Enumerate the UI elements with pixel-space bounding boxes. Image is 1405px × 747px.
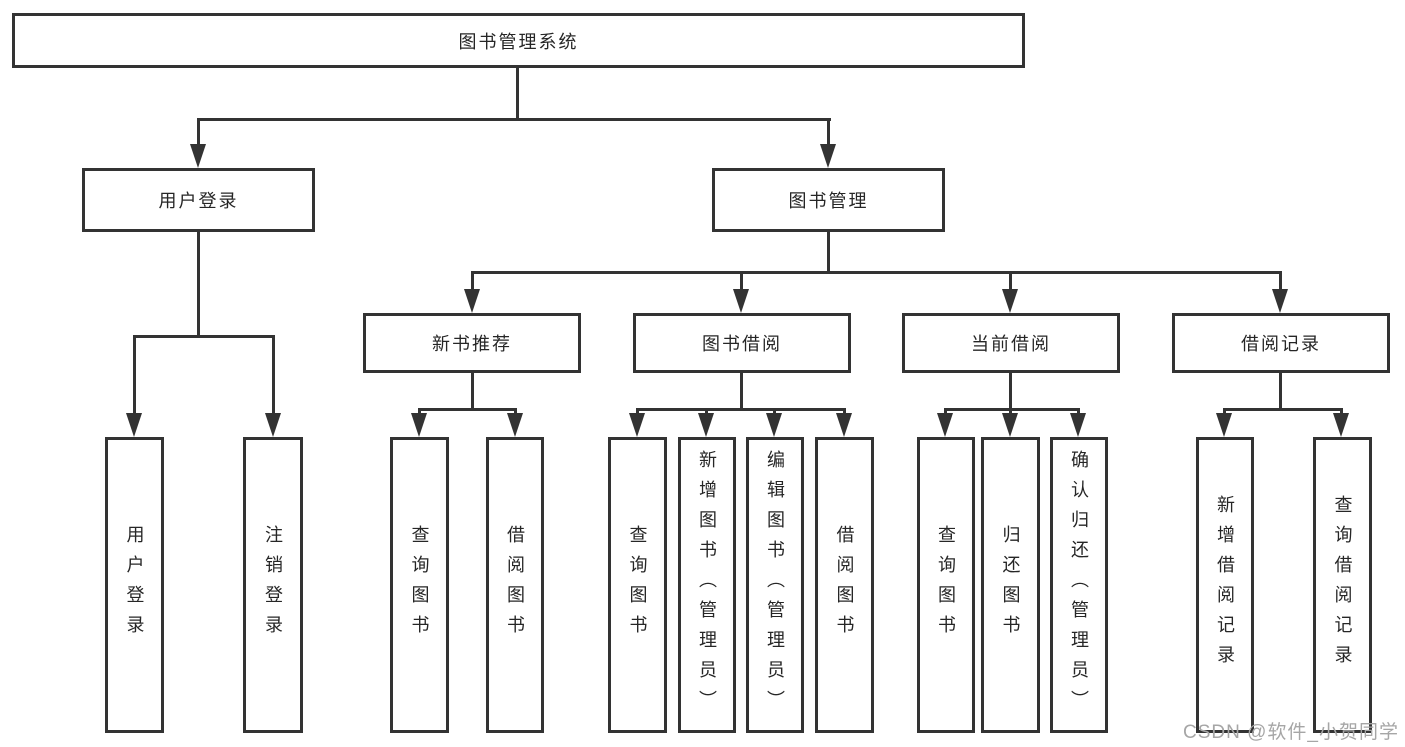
connector-drop-new-book-recommend [471, 271, 474, 293]
leaf-borrow-borrow-books: 借阅图书 [815, 437, 874, 733]
leaf-current-return-books: 归还图书 [981, 437, 1040, 733]
connector-user-login-stem [197, 232, 200, 337]
arrowhead-current-borrow [1002, 289, 1018, 313]
leaf-current-confirm-return-admin: 确认归还（管理员） [1050, 437, 1108, 733]
arrowhead-borrow-add [698, 413, 714, 437]
arrowhead-current-confirm [1070, 413, 1086, 437]
connector-borrow-records-branch [1223, 408, 1343, 411]
connector-user-login-branch [133, 335, 275, 338]
connector-new-book-recommend-branch [418, 408, 517, 411]
arrowhead-borrow-records [1272, 289, 1288, 313]
arrowhead-recommend-query [411, 413, 427, 437]
node-borrow-records-label: 借阅记录 [1241, 334, 1321, 354]
leaf-user-login: 用户登录 [105, 437, 164, 733]
node-new-book-recommend-label: 新书推荐 [432, 334, 512, 354]
connector-drop-leaf-user-login [133, 335, 136, 415]
connector-root-branch [197, 118, 831, 121]
leaf-recommend-borrow-books-label: 借阅图书 [505, 525, 525, 645]
leaf-records-add-record-label: 新增借阅记录 [1215, 495, 1235, 675]
connector-new-book-recommend-stem [471, 373, 474, 410]
connector-drop-records-add [1223, 408, 1226, 416]
arrowhead-borrow-edit [766, 413, 782, 437]
connector-drop-borrow-add [705, 408, 708, 416]
arrowhead-book-borrow [733, 289, 749, 313]
connector-drop-book-borrow [740, 271, 743, 293]
node-user-login-label: 用户登录 [158, 191, 239, 211]
arrowhead-records-add [1216, 413, 1232, 437]
arrowhead-records-query [1333, 413, 1349, 437]
connector-current-borrow-branch [944, 408, 1080, 411]
connector-drop-current-return [1009, 408, 1012, 416]
leaf-borrow-add-books-admin: 新增图书（管理员） [678, 437, 736, 733]
leaf-borrow-borrow-books-label: 借阅图书 [834, 525, 855, 645]
leaf-current-confirm-return-admin-label: 确认归还（管理员） [1069, 450, 1089, 720]
connector-drop-leaf-logout [272, 335, 275, 415]
arrowhead-current-query [937, 413, 953, 437]
node-book-management: 图书管理 [712, 168, 945, 232]
leaf-logout: 注销登录 [243, 437, 303, 733]
leaf-records-query-record-label: 查询借阅记录 [1332, 495, 1353, 675]
node-book-management-label: 图书管理 [788, 191, 869, 211]
node-current-borrow: 当前借阅 [902, 313, 1120, 373]
leaf-user-login-label: 用户登录 [124, 525, 145, 645]
leaf-borrow-query-books-label: 查询图书 [627, 525, 648, 645]
arrowhead-borrow-borrow [836, 413, 852, 437]
leaf-borrow-edit-books-admin: 编辑图书（管理员） [746, 437, 804, 733]
connector-book-borrow-branch [636, 408, 845, 411]
leaf-records-query-record: 查询借阅记录 [1313, 437, 1372, 733]
leaf-recommend-query-books-label: 查询图书 [409, 525, 430, 645]
leaf-records-add-record: 新增借阅记录 [1196, 437, 1254, 733]
connector-drop-recommend-borrow [514, 408, 517, 416]
connector-drop-borrow-borrow [843, 408, 846, 416]
arrowhead-leaf-user-login [126, 413, 142, 437]
connector-drop-borrow-query [636, 408, 639, 416]
arrowhead-leaf-logout [265, 413, 281, 437]
connector-drop-user-login [197, 118, 200, 148]
connector-drop-records-query [1340, 408, 1343, 416]
leaf-recommend-query-books: 查询图书 [390, 437, 449, 733]
connector-drop-current-query [944, 408, 947, 416]
node-current-borrow-label: 当前借阅 [971, 334, 1051, 354]
node-borrow-records: 借阅记录 [1172, 313, 1390, 373]
connector-drop-current-borrow [1009, 271, 1012, 293]
leaf-current-return-books-label: 归还图书 [1000, 525, 1021, 645]
node-new-book-recommend: 新书推荐 [363, 313, 581, 373]
node-book-borrow: 图书借阅 [633, 313, 851, 373]
leaf-borrow-edit-books-admin-label: 编辑图书（管理员） [765, 450, 785, 720]
connector-book-management-branch [471, 271, 1282, 274]
leaf-logout-label: 注销登录 [263, 525, 283, 645]
connector-drop-recommend-query [418, 408, 421, 416]
connector-current-borrow-stem [1009, 373, 1012, 410]
connector-drop-borrow-edit [773, 408, 776, 416]
connector-drop-book-management [827, 118, 830, 148]
connector-borrow-records-stem [1279, 373, 1282, 410]
arrowhead-current-return [1002, 413, 1018, 437]
watermark-csdn: CSDN @软件_小贺同学 [1183, 722, 1399, 743]
arrowhead-borrow-query [629, 413, 645, 437]
connector-drop-current-confirm [1077, 408, 1080, 416]
connector-book-management-stem [827, 232, 830, 273]
connector-book-borrow-stem [740, 373, 743, 410]
arrowhead-user-login [190, 144, 206, 168]
leaf-current-query-books: 查询图书 [917, 437, 975, 733]
connector-root-stem [516, 68, 519, 120]
leaf-recommend-borrow-books: 借阅图书 [486, 437, 544, 733]
leaf-borrow-add-books-admin-label: 新增图书（管理员） [697, 450, 717, 720]
connector-drop-borrow-records [1279, 271, 1282, 293]
arrowhead-new-book-recommend [464, 289, 480, 313]
arrowhead-recommend-borrow [507, 413, 523, 437]
arrowhead-book-management [820, 144, 836, 168]
node-root: 图书管理系统 [12, 13, 1025, 68]
leaf-borrow-query-books: 查询图书 [608, 437, 667, 733]
node-book-borrow-label: 图书借阅 [702, 334, 782, 354]
node-user-login: 用户登录 [82, 168, 315, 232]
node-root-label: 图书管理系统 [458, 31, 579, 52]
leaf-current-query-books-label: 查询图书 [936, 525, 956, 645]
